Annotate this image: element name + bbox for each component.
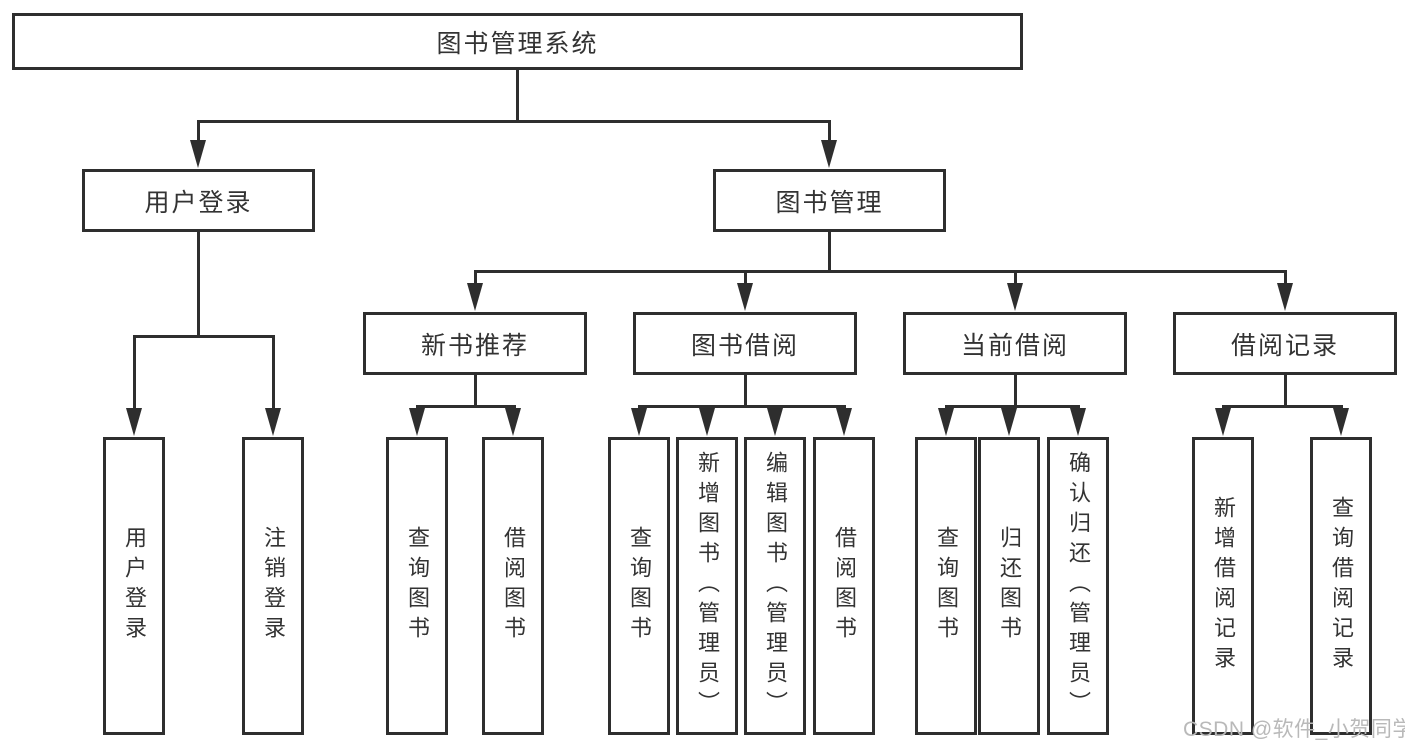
arrow-down [938, 408, 954, 436]
connector-line [416, 405, 516, 408]
connector-line [828, 120, 831, 144]
arrow-down [1277, 283, 1293, 311]
node-label: 当前借阅 [960, 331, 1069, 360]
node-book-borrow: 图书借阅 [633, 312, 857, 375]
leaf-label: 确认归还（管理员） [1066, 451, 1091, 721]
connector-line [1222, 405, 1343, 408]
arrow-down [265, 408, 281, 436]
connector-line [638, 405, 846, 408]
node-label: 图书管理 [775, 188, 884, 217]
leaf-borrow-book-2: 借阅图书 [813, 437, 875, 735]
connector-line [744, 270, 747, 286]
leaf-user-login: 用户登录 [103, 437, 165, 735]
connector-line [474, 270, 477, 286]
connector-line [1014, 270, 1017, 286]
leaf-borrow-book-1: 借阅图书 [482, 437, 544, 735]
node-label: 图书借阅 [690, 331, 799, 360]
connector-line [945, 405, 1080, 408]
connector-line [272, 335, 275, 412]
arrow-down [505, 408, 521, 436]
leaf-label: 新增图书（管理员） [695, 451, 720, 721]
leaf-label: 借阅图书 [832, 526, 857, 646]
connector-line [828, 232, 831, 270]
leaf-label: 注销登录 [261, 526, 286, 646]
connector-line [744, 375, 747, 405]
arrow-down [836, 408, 852, 436]
leaf-label: 查询图书 [627, 526, 652, 646]
node-user-login: 用户登录 [82, 169, 315, 232]
arrow-down [767, 408, 783, 436]
arrow-down [631, 408, 647, 436]
leaf-confirm-return-admin: 确认归还（管理员） [1047, 437, 1109, 735]
leaf-label: 借阅图书 [501, 526, 526, 646]
arrow-down [126, 408, 142, 436]
leaf-label: 用户登录 [122, 526, 147, 646]
connector-line [197, 120, 200, 144]
arrow-down [1070, 408, 1086, 436]
node-book-management: 图书管理 [713, 169, 946, 232]
arrow-down [1001, 408, 1017, 436]
connector-line [1284, 375, 1287, 405]
csdn-watermark: CSDN @软件_小贺同学 [1183, 718, 1405, 741]
connector-line [197, 232, 200, 335]
node-label: 新书推荐 [420, 331, 529, 360]
connector-line [1014, 375, 1017, 405]
leaf-return-book: 归还图书 [978, 437, 1040, 735]
node-library-management-system: 图书管理系统 [12, 13, 1023, 70]
leaf-label: 查询图书 [405, 526, 430, 646]
arrow-down [821, 140, 837, 168]
connector-line [133, 335, 136, 412]
arrow-down [1007, 283, 1023, 311]
node-borrow-record: 借阅记录 [1173, 312, 1397, 375]
node-current-borrow: 当前借阅 [903, 312, 1127, 375]
arrow-down [467, 283, 483, 311]
leaf-logout: 注销登录 [242, 437, 304, 735]
node-label: 图书管理系统 [436, 29, 599, 58]
leaf-add-book-admin: 新增图书（管理员） [676, 437, 738, 735]
connector-line [133, 335, 275, 338]
connector-line [197, 120, 831, 123]
node-label: 借阅记录 [1230, 331, 1339, 360]
node-new-book-recommend: 新书推荐 [363, 312, 587, 375]
leaf-label: 查询借阅记录 [1329, 496, 1354, 676]
leaf-query-borrow-record: 查询借阅记录 [1310, 437, 1372, 735]
connector-line [474, 375, 477, 405]
arrow-down [1333, 408, 1349, 436]
arrow-down [409, 408, 425, 436]
leaf-query-book-2: 查询图书 [608, 437, 670, 735]
node-label: 用户登录 [144, 188, 253, 217]
leaf-label: 新增借阅记录 [1211, 496, 1236, 676]
arrow-down [737, 283, 753, 311]
leaf-edit-book-admin: 编辑图书（管理员） [744, 437, 806, 735]
leaf-label: 编辑图书（管理员） [763, 451, 788, 721]
arrow-down [190, 140, 206, 168]
leaf-query-book-1: 查询图书 [386, 437, 448, 735]
leaf-label: 查询图书 [934, 526, 959, 646]
leaf-query-book-3: 查询图书 [915, 437, 977, 735]
leaf-add-borrow-record: 新增借阅记录 [1192, 437, 1254, 735]
connector-line [1284, 270, 1287, 286]
arrow-down [1215, 408, 1231, 436]
leaf-label: 归还图书 [997, 526, 1022, 646]
arrow-down [699, 408, 715, 436]
connector-line [474, 270, 1287, 273]
connector-line [516, 70, 519, 120]
